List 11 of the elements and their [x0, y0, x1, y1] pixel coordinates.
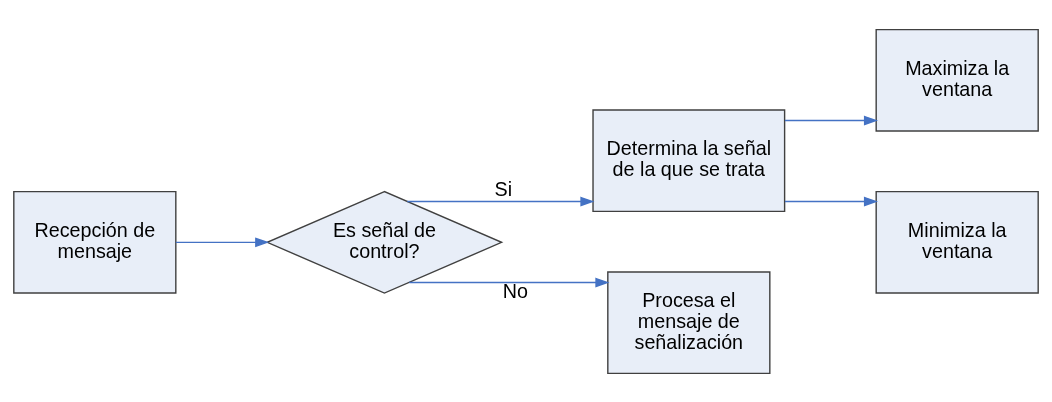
- node-box: Procesa el mensaje de señalización: [607, 270, 771, 374]
- edge-label: No: [502, 279, 528, 302]
- arrow: [406, 196, 595, 206]
- arrow: [175, 236, 270, 247]
- arrow: [784, 196, 879, 206]
- node-box: Recepción de mensaje: [13, 190, 177, 294]
- arrow: [784, 115, 879, 125]
- arrow: [408, 277, 610, 287]
- node-box: Maximiza la ventana: [875, 28, 1039, 132]
- node-box: Minimiza la ventana: [875, 190, 1039, 294]
- node-box: Determina la señal de la que se trata: [592, 108, 786, 212]
